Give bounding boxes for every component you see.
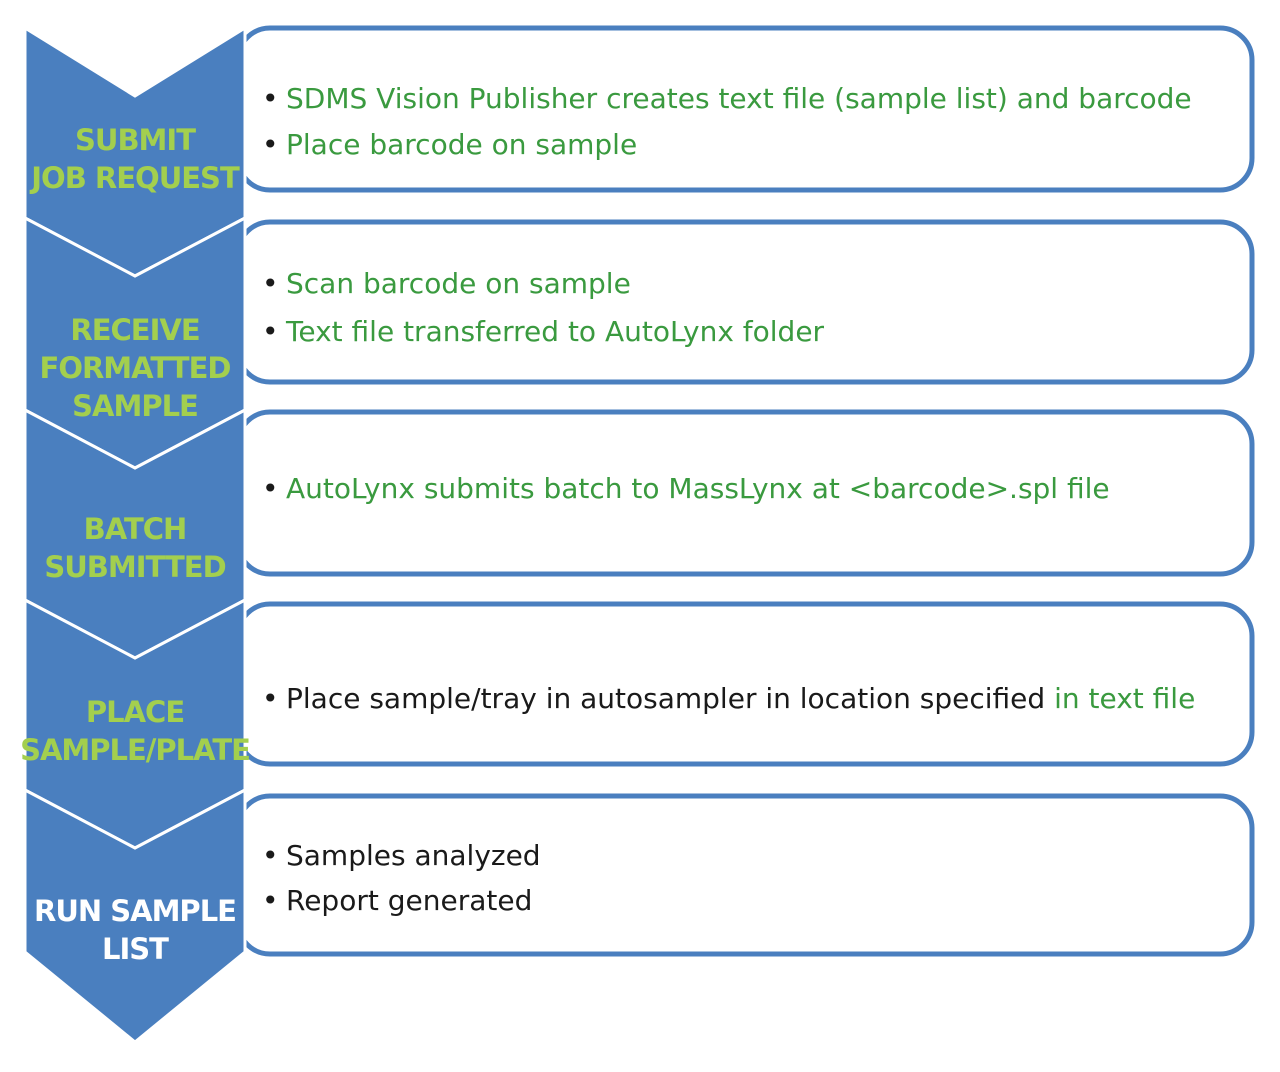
bullet-segment: Text file transferred to AutoLynx folder — [285, 315, 825, 348]
step-label-line: RECEIVE — [70, 313, 199, 347]
bullet-icon: • — [262, 472, 279, 505]
bullet-item: Place barcode on sample — [286, 128, 637, 161]
step-label-line: JOB REQUEST — [29, 161, 240, 195]
bullet-item: Report generated — [286, 884, 532, 917]
bullet-segment: Place sample/tray in autosampler in loca… — [286, 682, 1054, 715]
step-label-line: SAMPLE — [72, 389, 198, 423]
bullet-segment: Samples analyzed — [286, 839, 541, 872]
bullet-segment: Report generated — [286, 884, 532, 917]
bullet-icon: • — [262, 267, 279, 300]
step-box-5 — [235, 793, 1255, 957]
bullet-icon: • — [262, 315, 279, 348]
step-label-line: RUN SAMPLE — [34, 894, 236, 928]
bullet-segment: Scan barcode on sample — [286, 267, 631, 300]
step-label-line: FORMATTED — [40, 351, 231, 385]
step-label-line: BATCH — [84, 512, 187, 546]
bullet-segment: SDMS Vision Publisher creates text file … — [286, 82, 1192, 115]
bullet-item: AutoLynx submits batch to MassLynx at <b… — [286, 472, 1110, 505]
bullet-icon: • — [262, 682, 279, 715]
step-box-2 — [235, 219, 1255, 385]
bullet-segment: AutoLynx submits batch to MassLynx at <b… — [286, 472, 1110, 505]
bullet-item: Samples analyzed — [286, 839, 541, 872]
bullet-item: SDMS Vision Publisher creates text file … — [286, 82, 1192, 115]
step-chevrons: SUBMIT JOB REQUEST RECEIVE FORMATTED SAMPLE B… — [20, 25, 251, 1044]
bullet-icon: • — [262, 884, 279, 917]
bullet-item: Text file transferred to AutoLynx folder — [285, 315, 825, 348]
step-label-line: PLACE — [86, 695, 184, 729]
step-chevron-5 — [23, 787, 247, 1044]
step-label-line: SUBMITTED — [44, 550, 225, 584]
bullet-segment: Place barcode on sample — [286, 128, 637, 161]
step-label-line: SAMPLE/PLATE — [20, 733, 250, 767]
bullet-icon: • — [262, 128, 279, 161]
bullet-icon: • — [262, 82, 279, 115]
step-label-line: LIST — [102, 932, 169, 966]
bullet-icon: • — [262, 839, 279, 872]
step-label-line: SUBMIT — [75, 123, 196, 157]
bullet-item: Scan barcode on sample — [286, 267, 631, 300]
step-boxes: •SDMS Vision Publisher creates text file… — [235, 25, 1255, 957]
bullet-item: Place sample/tray in autosampler in loca… — [286, 682, 1195, 715]
bullet-segment: in text file — [1054, 682, 1195, 715]
